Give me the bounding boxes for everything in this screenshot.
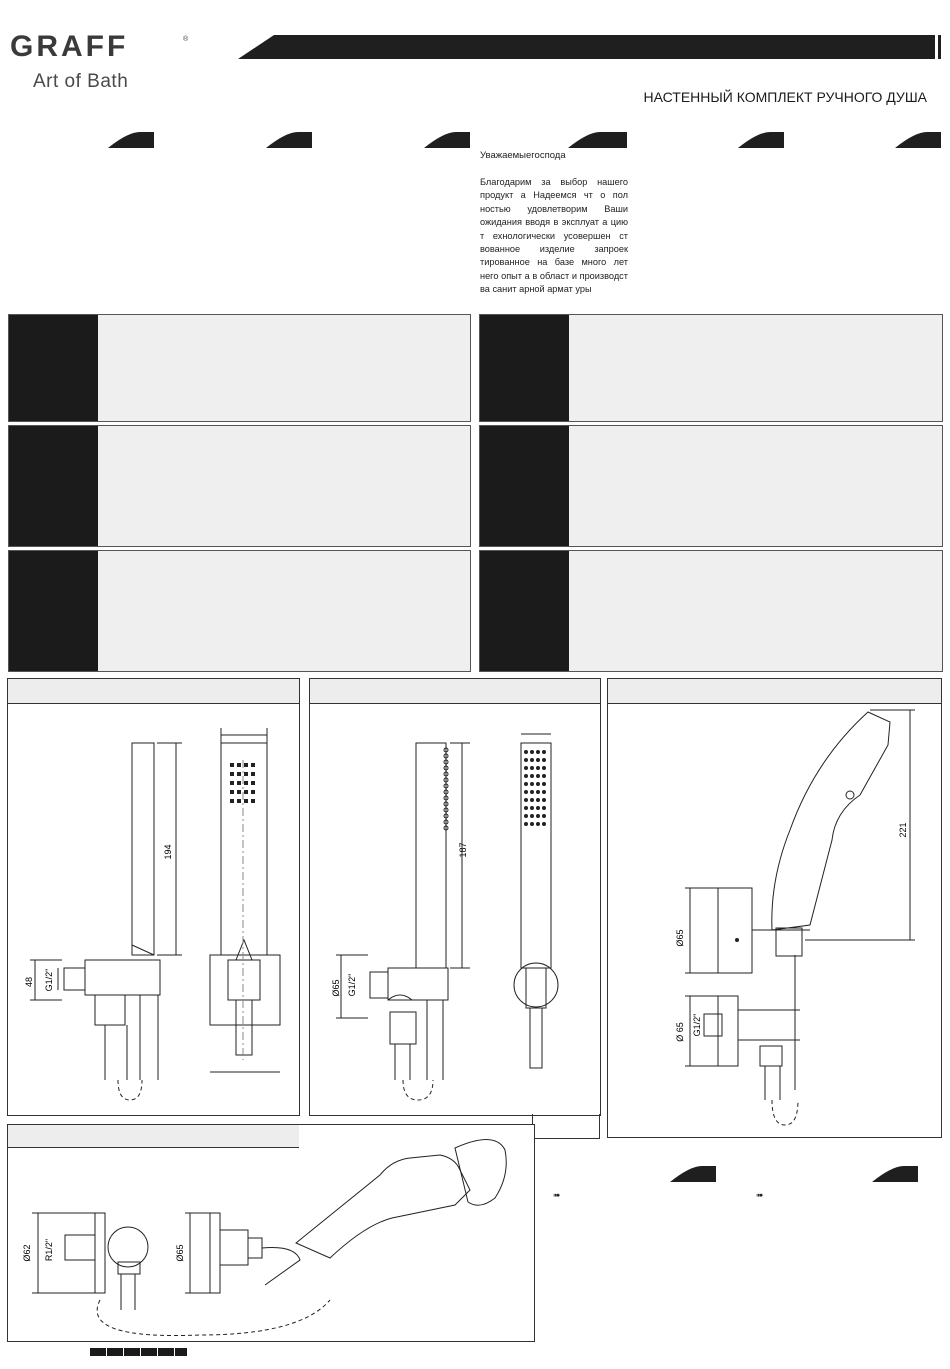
intro-heading: Уважаемыегоспода [480,150,566,161]
step-marker-3 [124,1348,140,1356]
step-marker-2 [107,1348,123,1356]
info-section-4 [479,425,943,547]
intro-body: Благодарим за выбор нашего продукт а Над… [480,177,628,295]
drawing-1: 194 48 G1/2" [24,728,281,1101]
dim-diameter-4a: Ø62 [22,1244,32,1261]
panel-header [608,679,941,704]
brand-tagline: Art of Bath [33,71,129,92]
info-section-6 [479,550,943,672]
dim-height-1: 194 [163,844,173,859]
drawing-2: 187 Ø65 G1/2" [331,733,559,1101]
panel-header [8,679,299,704]
header-bar [238,35,935,59]
step-marker-5 [158,1348,174,1356]
dim-diameter-3b: Ø 65 [675,1022,685,1042]
dim-diameter-2: Ø65 [331,979,341,996]
dim-diameter-3a: Ø65 [675,929,685,946]
dim-thread-2: G1/2" [347,974,357,997]
dim-thread-4: R1/2" [44,1239,54,1261]
drawing-panel-3 [607,678,942,1138]
info-section-5 [8,550,471,672]
info-section-3 [8,425,471,547]
step-marker-4 [141,1348,157,1356]
panel-header [8,1125,299,1148]
step-marker-1 [90,1348,106,1356]
drawing-panel-2 [309,678,601,1116]
panel-header [310,679,600,704]
registered-mark: ® [183,36,189,43]
dim-wall-1: 48 [24,977,34,987]
dim-diameter-4b: Ø65 [175,1244,185,1261]
step-marker-6 [175,1348,187,1356]
dim-height-3: 221 [898,822,908,837]
dim-thread-1: G1/2" [44,969,54,992]
info-section-2 [479,314,943,422]
arrow-icon: ➠ [553,1190,561,1200]
header-bar-end [938,35,941,59]
brand-logo: GRAFF [10,30,129,63]
drawing-4: Ø62 R1/2" Ø65 [22,1139,507,1337]
dim-thread-3: G1/2" [692,1014,702,1037]
column-tabs [108,132,941,148]
dim-height-2: 187 [458,842,468,857]
arrow-icon: ➠ [756,1190,764,1200]
page-title: НАСТЕННЫЙ КОМПЛЕКТ РУЧНОГО ДУША [643,89,927,105]
info-section-1 [8,314,471,422]
drawing-3: 221 Ø65 Ø 65 G1/2" [675,709,915,1126]
